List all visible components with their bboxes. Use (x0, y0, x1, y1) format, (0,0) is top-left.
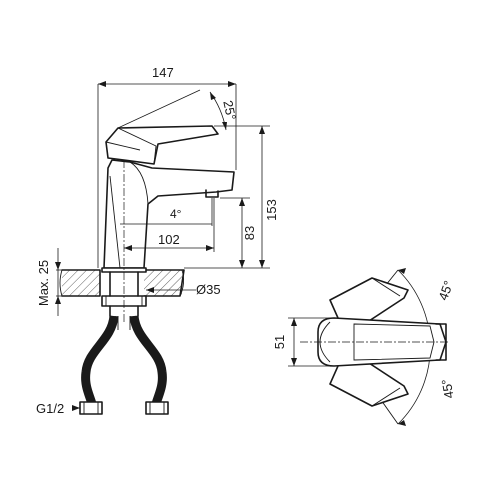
body-depth-label: 51 (272, 335, 287, 349)
lever-handle (105, 125, 219, 165)
top-view: 51 45° 45° (272, 268, 457, 426)
body-depth-dimension: 51 (272, 317, 330, 367)
spout-height-dimension: 83 (220, 197, 257, 268)
hole-diameter-label: Ø35 (196, 282, 221, 297)
countertop-section (59, 269, 185, 297)
rotation-right-label: 45° (438, 378, 456, 400)
overall-height-label: 153 (264, 199, 279, 221)
spout-angle-label: 4° (170, 207, 182, 221)
spout-reach-dimension: 102 (124, 198, 215, 252)
max-deck-dimension: Max. 25 (36, 248, 62, 316)
lever-angle-label: 25° (220, 99, 239, 121)
spout-angle-dimension: 4° (120, 198, 213, 226)
side-view: 147 25° 153 83 (36, 65, 279, 416)
overall-width-dimension: 147 (97, 65, 237, 268)
spout-reach-label: 102 (158, 232, 180, 247)
hose-thread-dimension: G1/2 (36, 401, 80, 416)
faucet-body (103, 159, 235, 269)
flexible-hoses (79, 315, 169, 415)
hole-diameter-dimension: Ø35 (146, 282, 221, 297)
spout-height-label: 83 (242, 226, 257, 240)
max-deck-label: Max. 25 (36, 260, 51, 306)
overall-width-label: 147 (152, 65, 174, 80)
overall-height-dimension: 153 (184, 125, 279, 269)
hose-thread-label: G1/2 (36, 401, 64, 416)
rotation-left-label: 45° (435, 279, 456, 303)
lever-angle-dimension: 25° (117, 89, 239, 131)
